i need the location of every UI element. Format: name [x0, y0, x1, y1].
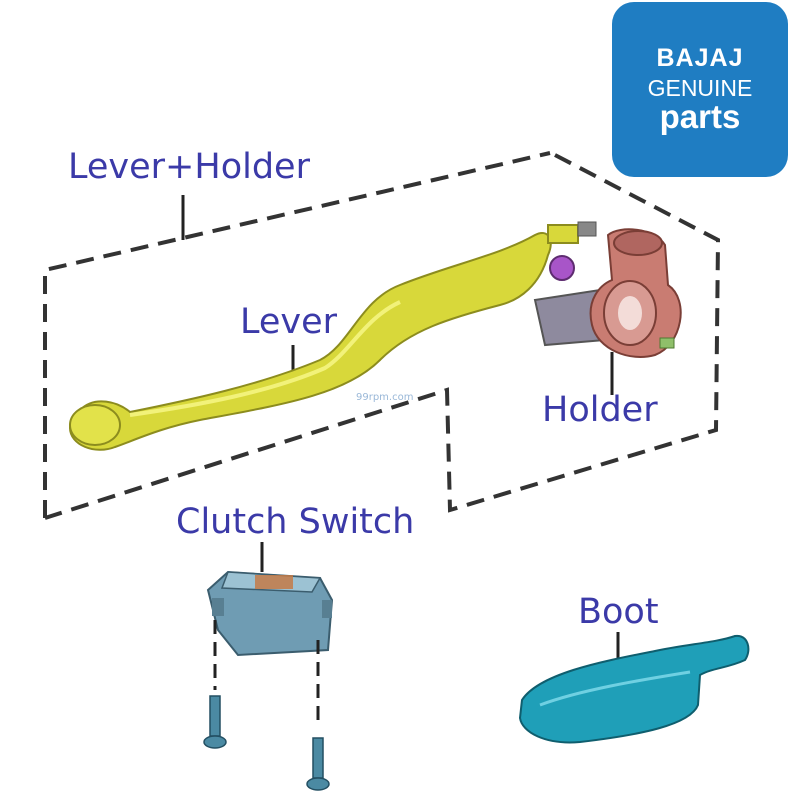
holder-part [533, 228, 682, 358]
label-holder: Holder [542, 390, 658, 430]
logo-brand: BAJAJ [656, 44, 744, 72]
boot-part [518, 634, 750, 744]
label-clutch-switch: Clutch Switch [176, 502, 415, 542]
screw-right [312, 737, 324, 779]
bajaj-genuine-parts-logo: BAJAJ GENUINE parts [612, 2, 788, 177]
logo-genuine: GENUINE [647, 75, 753, 101]
label-lever-holder: Lever+Holder [68, 147, 310, 187]
label-boot: Boot [578, 592, 659, 632]
clutch-switch-part [206, 570, 334, 657]
screws [203, 620, 330, 791]
assembly-outline [43, 151, 721, 520]
watermark: 99rpm.com [356, 392, 414, 403]
logo-parts: parts [659, 98, 741, 135]
lever-part [68, 221, 597, 451]
label-lever: Lever [240, 302, 338, 342]
screw-left [209, 695, 221, 737]
